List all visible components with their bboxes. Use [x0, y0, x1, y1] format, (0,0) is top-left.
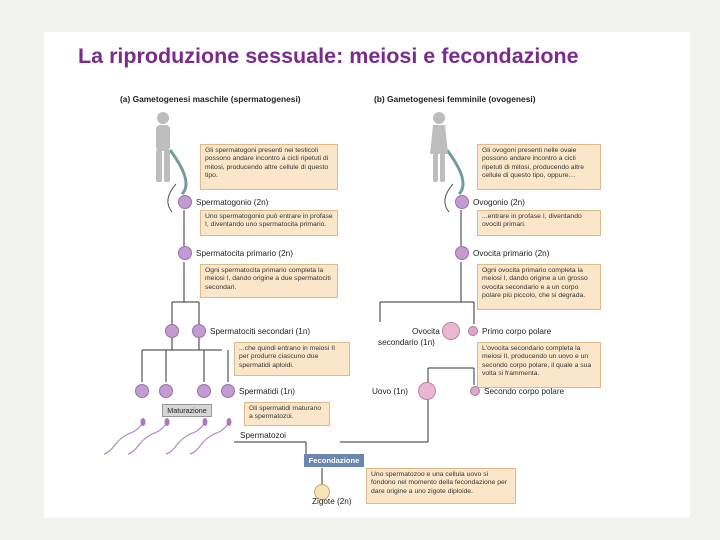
spermatide-cell-4: [221, 384, 235, 398]
spermatozoi-label: Spermatozoi: [240, 431, 286, 440]
female-header: (b) Gametogenesi femminile (ovogenesi): [374, 94, 536, 104]
ovocita-secondario-label-2: secondario (1n): [378, 338, 435, 347]
zigote-cell: [314, 484, 330, 500]
spermatocita-secondario-cell-1: [165, 324, 179, 338]
spermatide-cell-2: [159, 384, 173, 398]
secondo-corpo-polare-label: Secondo corpo polare: [484, 387, 565, 396]
female-info-box-1: Gli ovogoni presenti nelle ovaie possono…: [477, 144, 601, 190]
female-info-box-2: ...entrare in profase I, diventando ovoc…: [477, 210, 601, 236]
slide: La riproduzione sessuale: meiosi e fecon…: [44, 32, 690, 518]
zigote-label: Zigote (2n): [312, 497, 352, 506]
uovo-label: Uovo (1n): [372, 387, 408, 396]
spermatocita-primario-label: Spermatocita primario (2n): [196, 249, 293, 258]
spermatocita-primario-cell: [178, 246, 192, 260]
ovocita-primario-label: Ovocita primario (2n): [473, 249, 550, 258]
spermatide-cell-1: [135, 384, 149, 398]
slide-title: La riproduzione sessuale: meiosi e fecon…: [78, 44, 579, 68]
male-info-box-5: Gli spermatidi maturano a spermatozoi.: [244, 402, 330, 426]
male-info-box-3: Ogni spermatocita primario completa la m…: [200, 264, 338, 298]
female-info-box-4: L'ovocita secondario completa la meiosi …: [477, 342, 601, 388]
maturazione-tag: Maturazione: [162, 404, 212, 417]
spermatociti-secondari-label: Spermatociti secondari (1n): [210, 327, 311, 336]
primo-corpo-polare-label: Primo corpo polare: [482, 327, 552, 336]
fecondazione-tag: Fecondazione: [304, 454, 364, 467]
ovogonio-label: Ovogonio (2n): [473, 198, 525, 207]
primo-corpo-polare-cell: [468, 326, 478, 336]
secondo-corpo-polare-cell: [470, 386, 480, 396]
spermatogonio-label: Spermatogonio (2n): [196, 198, 269, 207]
male-info-box-4: ...che quindi entrano in meiosi II per p…: [234, 342, 350, 376]
ovocita-secondario-label-1: Ovocita: [412, 327, 440, 336]
uovo-cell: [418, 382, 436, 400]
ovocita-primario-cell: [455, 246, 469, 260]
spermatogonio-cell: [178, 195, 192, 209]
connector-lines: [103, 112, 475, 486]
female-info-box-3: Ogni ovocita primario completa la meiosi…: [477, 264, 601, 310]
male-info-box-1: Gli spermatogoni presenti nei testicoli …: [200, 144, 338, 190]
male-info-box-2: Uno spermatogonio può entrare in profase…: [200, 210, 338, 236]
ovogonio-cell: [455, 195, 469, 209]
spermatidi-label: Spermatidi (1n): [239, 387, 295, 396]
spermatocita-secondario-cell-2: [192, 324, 206, 338]
male-header: (a) Gametogenesi maschile (spermatogenes…: [120, 94, 301, 104]
fecondazione-info-box: Uno spermatozoo e una cellula uovo si fo…: [366, 468, 516, 504]
ovocita-secondario-cell: [442, 322, 460, 340]
spermatide-cell-3: [197, 384, 211, 398]
